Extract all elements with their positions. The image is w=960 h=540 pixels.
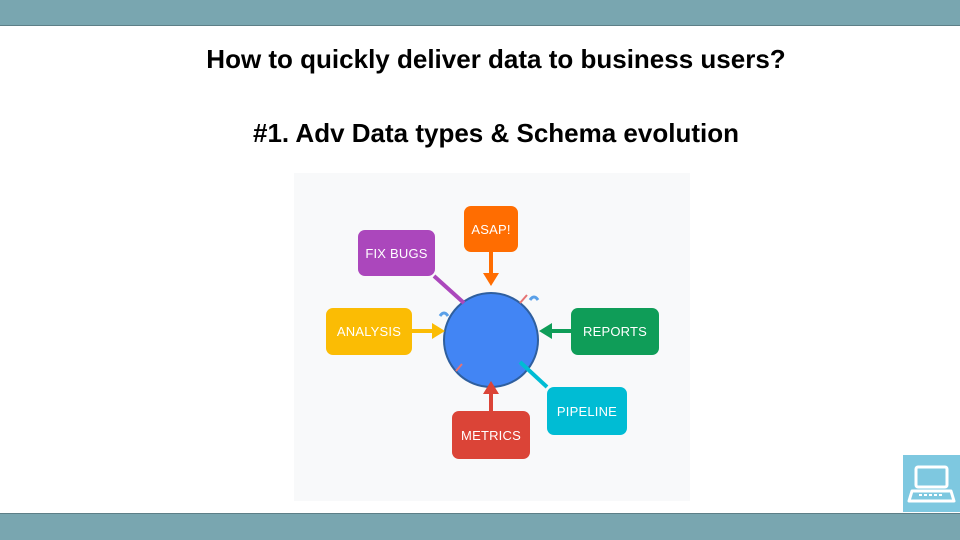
node-reports: REPORTS bbox=[571, 308, 659, 355]
splash-mark bbox=[528, 295, 540, 301]
laptop-icon-graphic bbox=[907, 465, 956, 503]
node-analysis: ANALYSIS bbox=[326, 308, 412, 355]
diagram: ASAP! FIX BUGS ANALYSIS REPORTS PIPELINE… bbox=[294, 173, 690, 501]
splash-mark bbox=[438, 311, 450, 317]
node-fix-bugs: FIX BUGS bbox=[358, 230, 435, 276]
center-circle bbox=[443, 292, 539, 388]
impact-mark bbox=[455, 363, 463, 372]
arrow-pipeline bbox=[518, 360, 549, 389]
slide-title: How to quickly deliver data to business … bbox=[206, 44, 786, 74]
node-asap: ASAP! bbox=[464, 206, 518, 252]
slide-subtitle: #1. Adv Data types & Schema evolution bbox=[253, 118, 739, 148]
laptop-icon bbox=[903, 455, 960, 512]
arrow-reports bbox=[539, 323, 571, 339]
arrow-analysis bbox=[412, 323, 445, 339]
diagram-canvas bbox=[412, 240, 571, 411]
top-bar bbox=[0, 0, 960, 26]
arrow-fix-bugs bbox=[432, 274, 466, 305]
node-pipeline: PIPELINE bbox=[547, 387, 627, 435]
bottom-bar bbox=[0, 513, 960, 540]
impact-mark bbox=[519, 294, 528, 304]
arrow-metrics bbox=[483, 381, 499, 411]
node-metrics: METRICS bbox=[452, 411, 530, 459]
